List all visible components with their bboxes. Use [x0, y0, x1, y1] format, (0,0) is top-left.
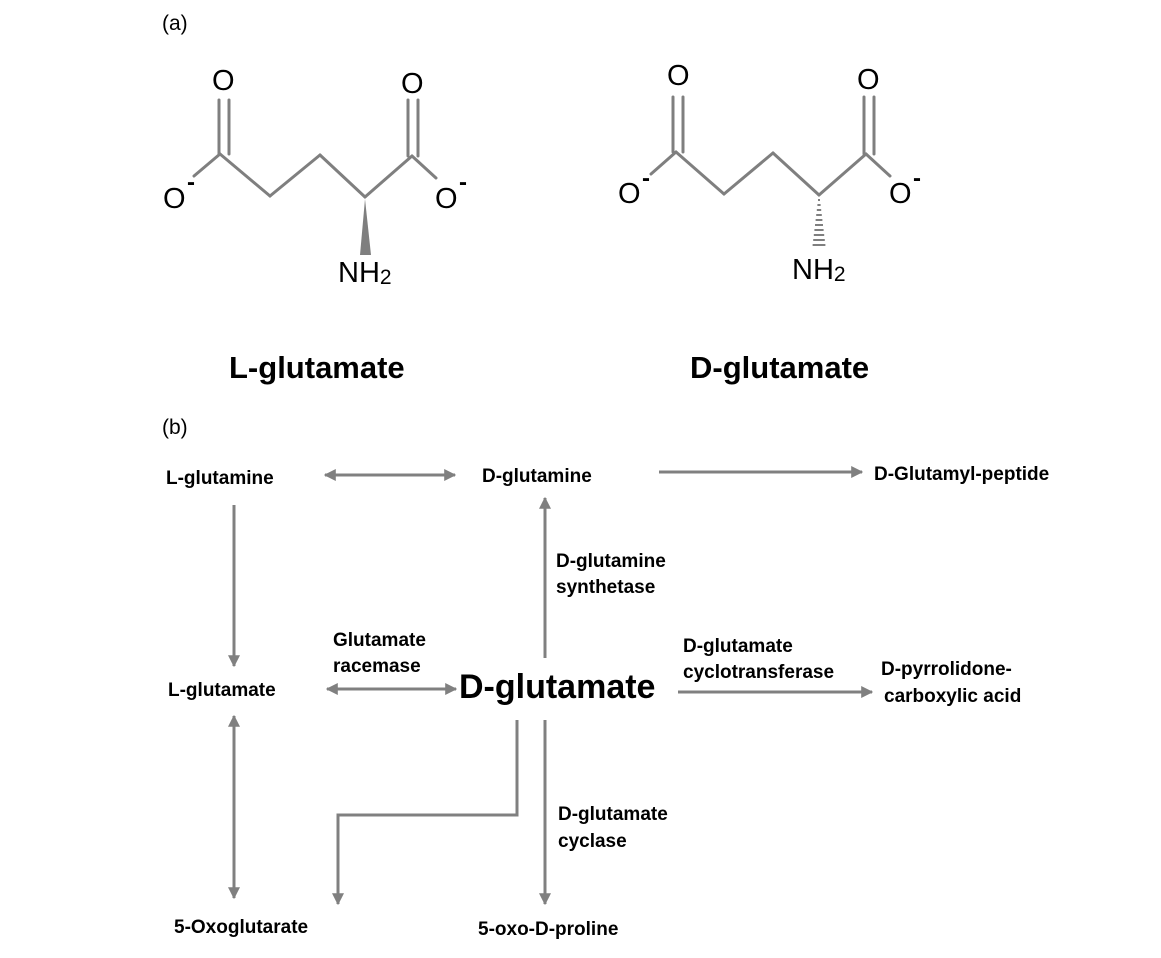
l-glutamate-wedge-bond — [360, 199, 371, 255]
d-glutamate-bonds — [649, 95, 892, 197]
d-glutamate-name: D-glutamate — [690, 350, 869, 385]
node-d-glutamyl-peptide: D-Glutamyl-peptide — [874, 464, 1049, 485]
d-glutamate-oxygen-left: O — [667, 60, 690, 92]
d-glutamate-oxygen-anion-right: O — [889, 178, 912, 210]
l-glutamate-charge-left: - — [187, 169, 195, 196]
node-d-glutamine: D-glutamine — [482, 466, 592, 487]
node-l-glutamine: L-glutamine — [166, 468, 274, 489]
d-glutamate-charge-left: - — [642, 165, 650, 192]
enzyme-cyclotransferase-line1: D-glutamate — [683, 636, 793, 657]
node-d-pyrrolidone-line2: carboxylic acid — [884, 686, 1021, 707]
l-glutamate-oxygen-right: O — [401, 68, 424, 100]
panel-b-label: (b) — [162, 416, 188, 439]
node-l-glutamate: L-glutamate — [168, 680, 276, 701]
node-oxoglutarate: 5-Oxoglutarate — [174, 917, 308, 938]
enzyme-cyclase-line2: cyclase — [558, 831, 627, 852]
l-glutamate-structure: O O O - O - NH2 L-glutamate — [163, 65, 467, 385]
d-glutamate-amine: NH2 — [792, 254, 846, 286]
enzyme-glutamine-synthetase-line2: synthetase — [556, 577, 655, 598]
node-oxo-d-proline: 5-oxo-D-proline — [478, 919, 618, 940]
d-glutamate-structure: O O O - O - NH2 D-glutamate — [618, 60, 921, 385]
enzyme-cyclotransferase-line2: cyclotransferase — [683, 662, 834, 683]
pathway-arrows — [228, 466, 874, 906]
arrow-d-glutamate-oxoglutarate — [332, 720, 519, 906]
l-glutamate-bonds — [192, 98, 438, 199]
d-glutamate-oxygen-anion-left: O — [618, 178, 641, 210]
l-glutamate-amine: NH2 — [338, 257, 392, 289]
node-d-pyrrolidone-line1: D-pyrrolidone- — [881, 659, 1012, 680]
enzyme-racemase-line1: Glutamate — [333, 630, 426, 651]
l-glutamate-oxygen-left: O — [212, 65, 235, 97]
d-glutamate-charge-right: - — [913, 165, 921, 192]
d-glutamate-oxygen-right: O — [857, 64, 880, 96]
l-glutamate-charge-right: - — [459, 169, 467, 196]
enzyme-glutamine-synthetase-line1: D-glutamine — [556, 551, 666, 572]
panel-a-label: (a) — [162, 12, 188, 35]
enzyme-cyclase-line1: D-glutamate — [558, 804, 668, 825]
node-d-glutamate: D-glutamate — [459, 668, 655, 706]
d-glutamate-hashed-wedge-bond — [812, 199, 826, 246]
enzyme-racemase-line2: racemase — [333, 656, 421, 677]
l-glutamate-name: L-glutamate — [229, 350, 405, 385]
l-glutamate-oxygen-anion-right: O — [435, 183, 458, 215]
l-glutamate-oxygen-anion-left: O — [163, 183, 186, 215]
